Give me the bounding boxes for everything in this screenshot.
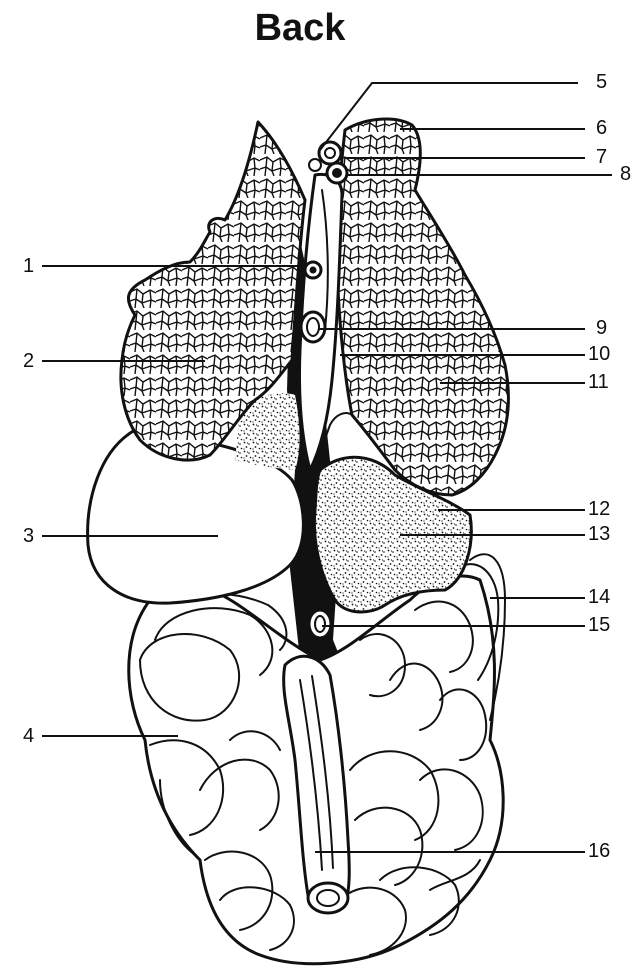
label-8: 8 [620,163,631,185]
label-1: 1 [23,255,34,277]
label-14: 14 [588,586,610,608]
label-9: 9 [596,317,607,339]
diagram-title: Back [255,7,347,49]
label-12: 12 [588,498,610,520]
label-13: 13 [588,523,610,545]
label-3: 3 [23,525,34,547]
label-11: 11 [588,371,609,393]
label-16: 16 [588,840,610,862]
label-5: 5 [596,71,607,93]
label-4: 4 [23,725,34,747]
label-2: 2 [23,350,34,372]
label-6: 6 [596,117,607,139]
label-7: 7 [596,146,607,168]
label-10: 10 [588,343,610,365]
label-15: 15 [588,614,610,636]
